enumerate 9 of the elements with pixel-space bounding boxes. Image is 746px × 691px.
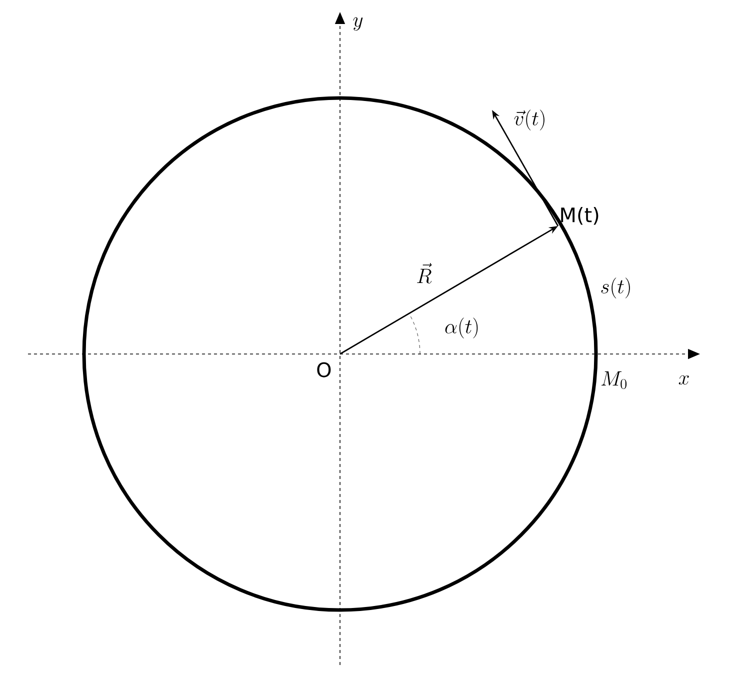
angle-label: $\alpha(t)$ <box>445 318 478 338</box>
edge-label: $\vec{R}$ <box>415 262 433 284</box>
edge-label: $\vec{v}(t)$ <box>512 108 548 132</box>
arc-length-label: $s(t)$ <box>601 278 630 298</box>
point-label: $M_0$ <box>601 371 626 389</box>
point-label: O <box>317 362 331 378</box>
axis-label: $y$ <box>353 17 363 31</box>
point-label: M(t) <box>561 207 598 225</box>
axis-label: $x$ <box>678 375 689 385</box>
